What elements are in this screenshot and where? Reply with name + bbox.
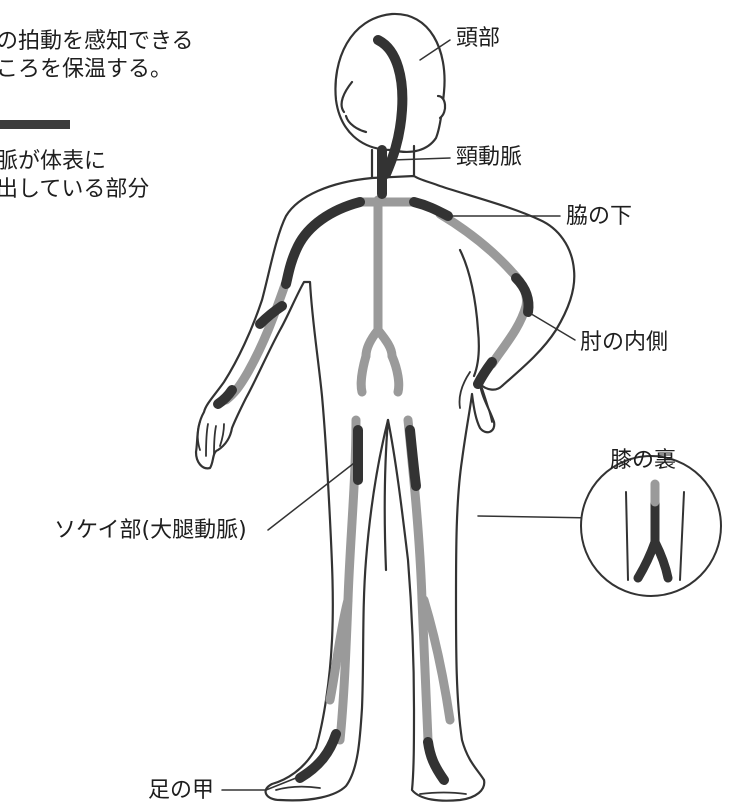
label-elbow: 肘の内側 xyxy=(580,330,668,356)
label-armpit: 脇の下 xyxy=(566,204,632,230)
inner-leg-lines xyxy=(385,420,388,570)
label-knee-back: 膝の裏 xyxy=(610,448,676,474)
label-carotid: 頸動脈 xyxy=(456,145,522,171)
label-head: 頭部 xyxy=(456,26,500,52)
right-thigh-artery xyxy=(410,430,416,486)
leader-carotid xyxy=(392,158,450,160)
label-groin: ソケイ部(大腿動脈) xyxy=(54,518,247,544)
label-foot-top: 足の甲 xyxy=(148,778,214,804)
knee-inset xyxy=(581,456,721,596)
leader-knee xyxy=(478,516,595,518)
iliac-left xyxy=(361,356,366,392)
